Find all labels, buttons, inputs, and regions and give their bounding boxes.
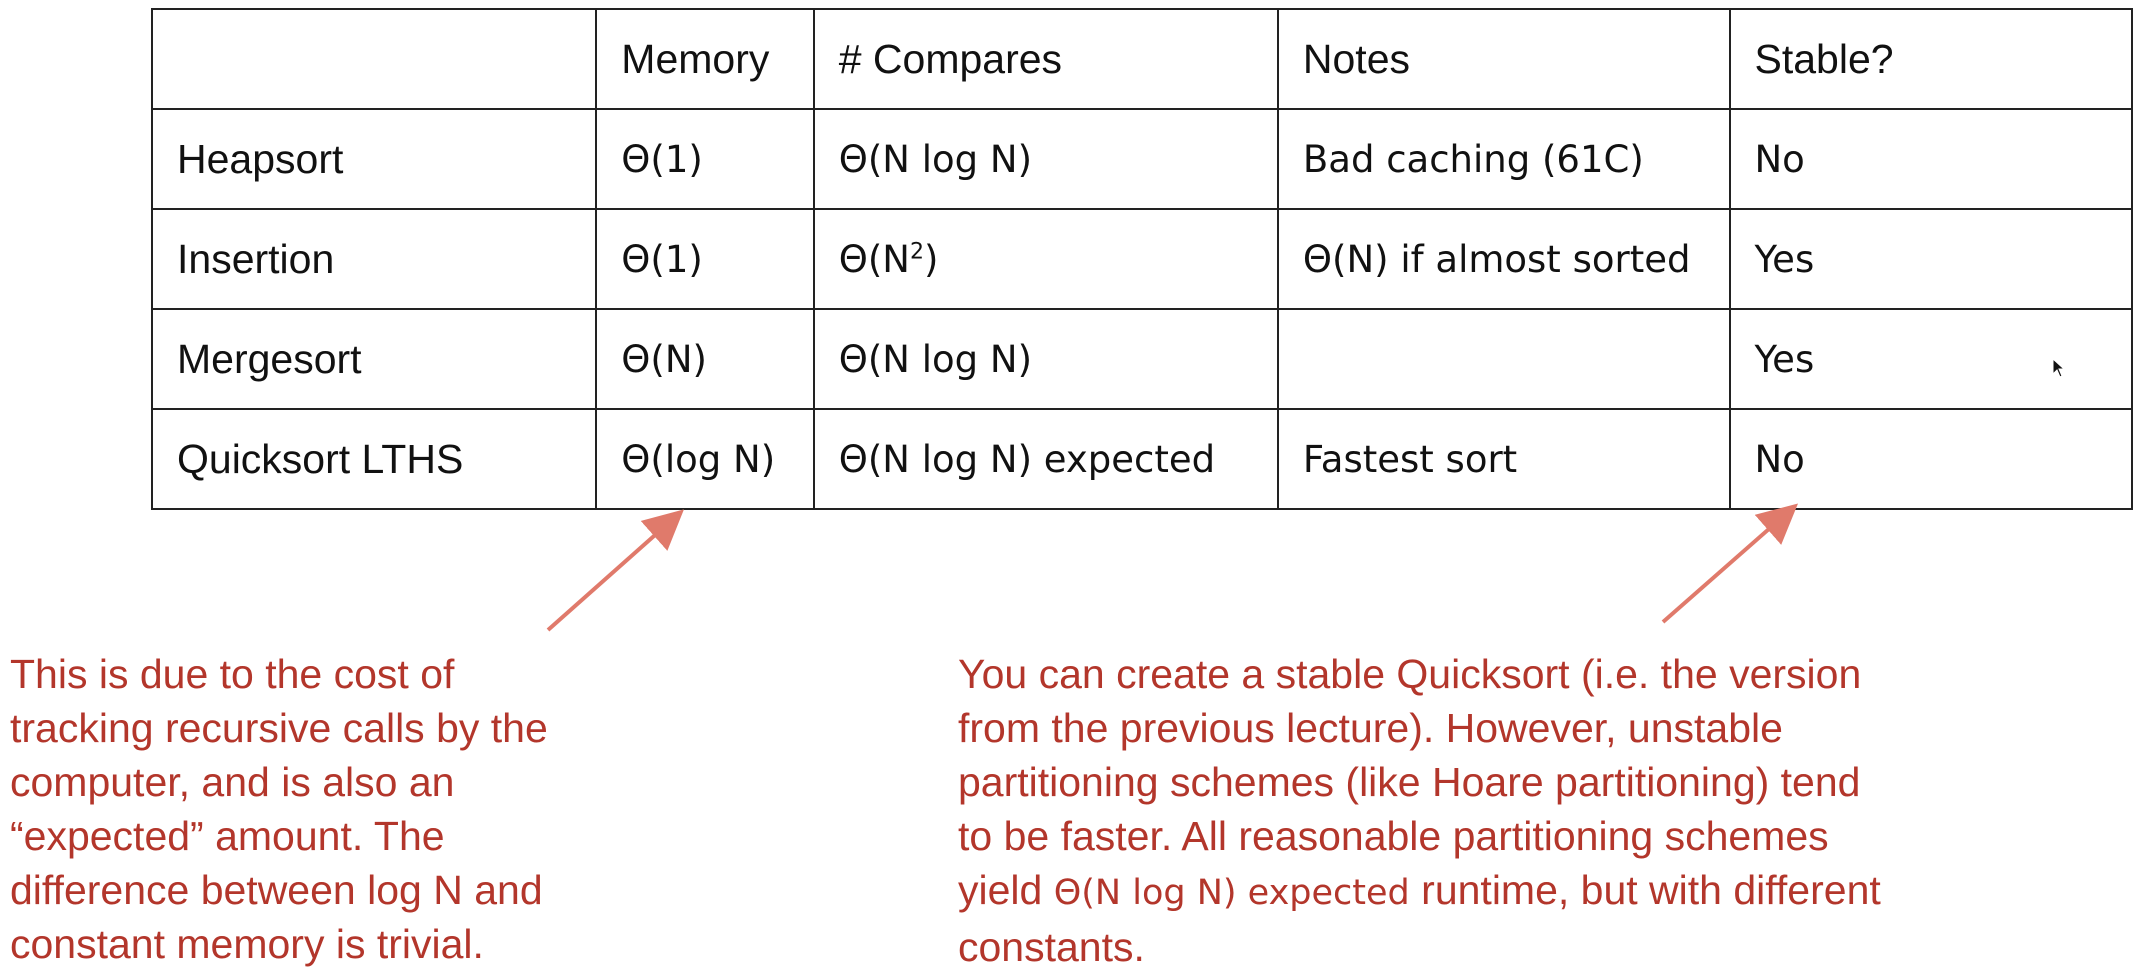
notes-cell: Bad caching (61C): [1276, 108, 1731, 210]
compares-value: Θ(N log N): [838, 137, 1033, 181]
stable-cell: No: [1728, 108, 2133, 210]
table-header-row: Memory # Compares Notes Stable?: [150, 8, 2133, 110]
annotation-text: runtime, but with different: [1409, 867, 1881, 913]
compares-cell: Θ(N2): [812, 208, 1279, 310]
memory-cell: Θ(1): [595, 208, 815, 310]
stable-cell: No: [1728, 408, 2133, 510]
algorithm-name: Quicksort LTHS: [150, 408, 598, 510]
compares-cell: Θ(N log N): [812, 308, 1279, 410]
compares-cell: Θ(N log N): [812, 108, 1279, 210]
annotation-line: “expected” amount. The: [10, 813, 445, 859]
memory-arrow: [546, 509, 684, 632]
header-corner: [150, 8, 598, 110]
memory-cell: Θ(1): [595, 108, 815, 210]
algorithm-name: Heapsort: [150, 108, 598, 210]
memory-annotation: This is due to the cost of tracking recu…: [10, 647, 548, 971]
table-row: Quicksort LTHS Θ(log N) Θ(N log N) expec…: [150, 408, 2133, 510]
annotation-line: yield Θ(N log N) expected runtime, but w…: [958, 863, 1881, 920]
annotation-line: tracking recursive calls by the: [10, 705, 548, 751]
annotation-line: to be faster. All reasonable partitionin…: [958, 813, 1829, 859]
mouse-pointer-icon: [2052, 358, 2066, 378]
header-memory: Memory: [595, 8, 815, 110]
compares-value: Θ(N log N) expected: [838, 437, 1216, 481]
annotation-line: from the previous lecture). However, uns…: [958, 705, 1783, 751]
annotation-line: This is due to the cost of: [10, 651, 455, 697]
table-row: Mergesort Θ(N) Θ(N log N) Yes: [150, 308, 2133, 410]
header-compares: # Compares: [812, 8, 1279, 110]
stability-annotation: You can create a stable Quicksort (i.e. …: [958, 647, 1881, 974]
notes-cell: Θ(N) if almost sorted: [1276, 208, 1731, 310]
annotation-text: yield: [958, 867, 1054, 913]
algorithm-name: Insertion: [150, 208, 598, 310]
annotation-line: difference between log N and: [10, 867, 543, 913]
header-notes: Notes: [1276, 8, 1731, 110]
table-row: Insertion Θ(1) Θ(N2) Θ(N) if almost sort…: [150, 208, 2133, 310]
annotation-line: computer, and is also an: [10, 759, 455, 805]
memory-cell: Θ(N): [595, 308, 815, 410]
stable-cell: Yes: [1728, 208, 2133, 310]
compares-value: Θ(N log N): [838, 337, 1033, 381]
compares-value: Θ(N: [838, 237, 910, 281]
compares-tail: ): [923, 237, 939, 281]
annotation-line: constants.: [958, 924, 1145, 970]
algorithm-name: Mergesort: [150, 308, 598, 410]
memory-cell: Θ(log N): [595, 408, 815, 510]
header-stable: Stable?: [1728, 8, 2133, 110]
sort-comparison-table: Memory # Compares Notes Stable? Heapsort…: [150, 8, 2133, 510]
notes-cell: [1276, 308, 1731, 410]
compares-exponent: 2: [909, 239, 924, 265]
annotation-theta: Θ(N log N) expected: [1053, 873, 1410, 913]
annotation-line: partitioning schemes (like Hoare partiti…: [958, 759, 1861, 805]
annotation-line: You can create a stable Quicksort (i.e. …: [958, 651, 1862, 697]
annotation-line: constant memory is trivial.: [10, 921, 484, 967]
table-row: Heapsort Θ(1) Θ(N log N) Bad caching (61…: [150, 108, 2133, 210]
compares-cell: Θ(N log N) expected: [812, 408, 1279, 510]
stable-cell: Yes: [1728, 308, 2133, 410]
notes-cell: Fastest sort: [1276, 408, 1731, 510]
stable-arrow: [1661, 503, 1799, 624]
